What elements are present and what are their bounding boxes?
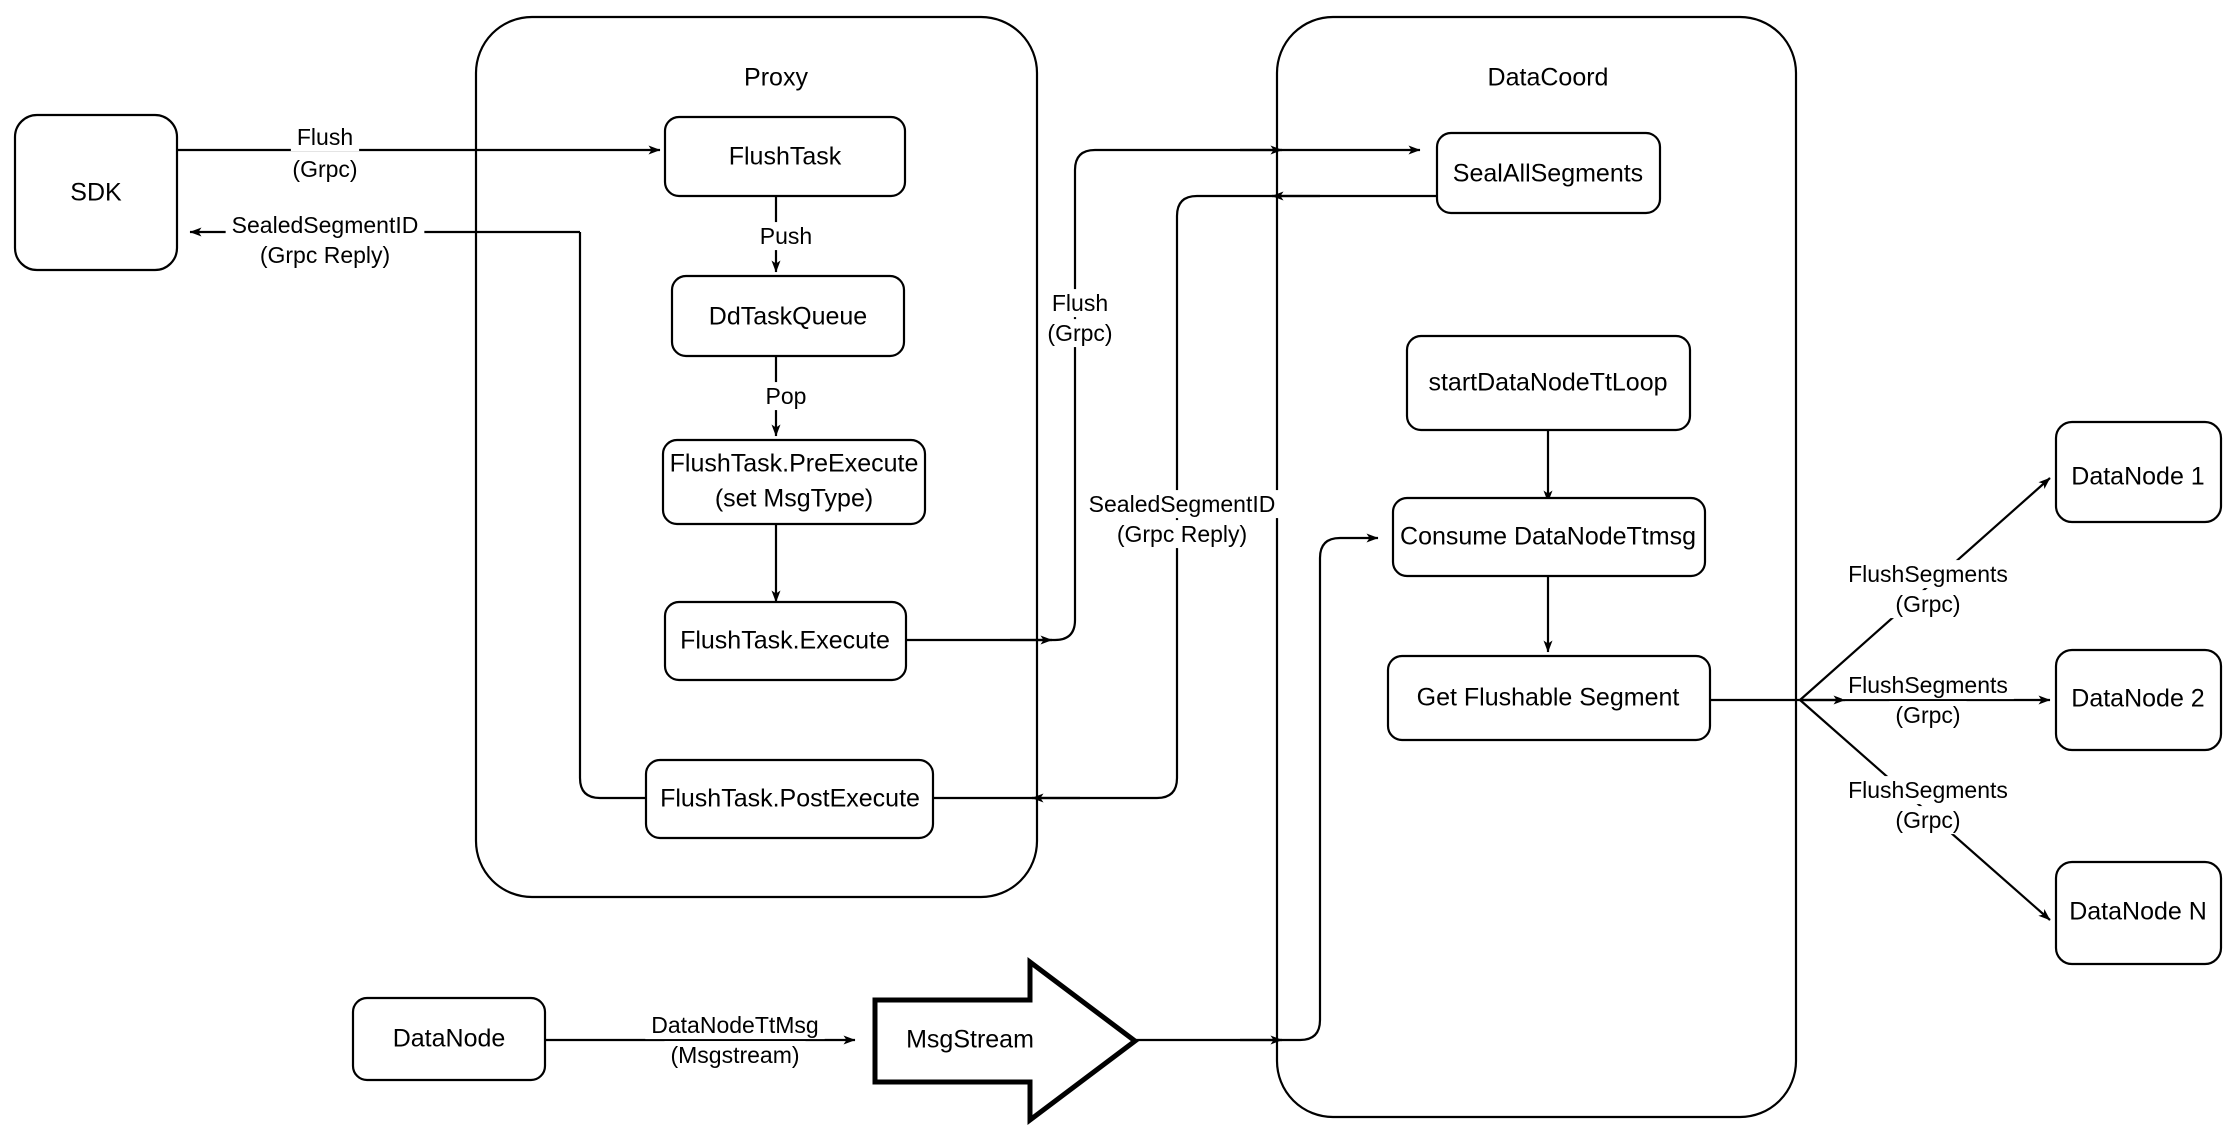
datanode-2-box[interactable] (2054, 648, 2223, 752)
node-datanode-2[interactable]: DataNode 2 (2054, 648, 2223, 752)
edge-label-backdrop (664, 1041, 806, 1070)
edge-label-flushsegments-n-line1: FlushSegments (1848, 777, 2008, 803)
node-consume-datanodettmsg[interactable]: Consume DataNodeTtmsg (1391, 496, 1707, 578)
node-flushtask[interactable]: FlushTask (663, 115, 907, 198)
flushtask-label: FlushTask (729, 143, 842, 171)
node-ddtaskqueue[interactable]: DdTaskQueue (670, 274, 906, 358)
edge-label-flushsegments-2-line1: FlushSegments (1848, 672, 2008, 698)
datanode-n-box[interactable] (2054, 860, 2223, 966)
execute-box[interactable] (663, 600, 908, 682)
datacoord-container-label: DataCoord (1488, 64, 1609, 92)
node-datanode-n[interactable]: DataNode N (2054, 860, 2223, 966)
datanode-2-label: DataNode 2 (2071, 685, 2204, 713)
edge-label-pop: Pop (766, 383, 807, 409)
edge-label-backdrop (1842, 671, 2014, 700)
node-startdatanodettloop[interactable]: startDataNodeTtLoop (1405, 334, 1692, 432)
edge-label-backdrop (645, 1011, 825, 1040)
edge-label-backdrop (225, 211, 425, 240)
edge-label-flushsegments-n-line2: (Grpc) (1895, 807, 1960, 833)
edge-label-coord-reply-line1: SealedSegmentID (1089, 491, 1276, 517)
node-get-flushable-segment[interactable]: Get Flushable Segment (1386, 654, 1712, 742)
label-backdrops (225, 123, 2014, 1070)
startdatanodettloop-box[interactable] (1405, 334, 1692, 432)
node-msgstream[interactable]: MsgStream (872, 956, 1140, 1126)
edge-label-backdrop (1842, 560, 2014, 589)
edge-label-backdrop (1889, 806, 1967, 835)
datacoord-container-outline (1275, 15, 1798, 1119)
edge-label-backdrop (759, 382, 813, 411)
edge-label-flush-grpc-line1: Flush (297, 124, 353, 150)
container-datacoord: DataCoord (1275, 15, 1798, 1119)
edge-label-datanodettmsg-line2: (Msgstream) (670, 1042, 799, 1068)
node-sdk[interactable]: SDK (13, 113, 179, 272)
edge-label-backdrop (1041, 319, 1119, 348)
msgstream-label: MsgStream (906, 1026, 1034, 1054)
datanode-1-box[interactable] (2054, 420, 2223, 524)
ddtaskqueue-label: DdTaskQueue (709, 303, 867, 331)
postexecute-label: FlushTask.PostExecute (660, 785, 920, 813)
preexecute-label-line2: (set MsgType) (715, 485, 873, 513)
datanode-source-box[interactable] (351, 996, 547, 1082)
node-datanode-source[interactable]: DataNode (351, 996, 547, 1082)
node-flushtask-postexecute[interactable]: FlushTask.PostExecute (644, 758, 935, 840)
edge-label-backdrop (1889, 701, 1967, 730)
datanode-1-label: DataNode 1 (2071, 463, 2204, 491)
preexecute-label-line1: FlushTask.PreExecute (670, 450, 919, 478)
node-flushtask-preexecute[interactable]: FlushTask.PreExecute (set MsgType) (661, 438, 927, 526)
edge-label-flushsegments-1-line2: (Grpc) (1895, 591, 1960, 617)
preexecute-box[interactable] (661, 438, 927, 526)
edge-label-sealedsegmentid-line1: SealedSegmentID (232, 212, 419, 238)
msgstream-arrow-shape[interactable] (872, 956, 1140, 1126)
edge-postexecute-to-sdk-route (578, 232, 646, 800)
ddtaskqueue-box[interactable] (670, 274, 906, 358)
postexecute-box[interactable] (644, 758, 935, 840)
edge-label-backdrop (1889, 590, 1967, 619)
edge-label-proxy-flush-line2: (Grpc) (1047, 320, 1112, 346)
sealallsegments-label: SealAllSegments (1453, 160, 1643, 188)
edge-label-push: Push (760, 223, 812, 249)
sdk-box[interactable] (13, 113, 179, 272)
flushtask-box[interactable] (663, 115, 907, 198)
get-flushable-segment-label: Get Flushable Segment (1417, 684, 1680, 712)
edge-label-coord-reply-line2: (Grpc Reply) (1117, 521, 1247, 547)
datanode-source-label: DataNode (393, 1025, 506, 1053)
edge-label-proxy-flush-line1: Flush (1052, 290, 1108, 316)
container-proxy: Proxy (474, 15, 1039, 899)
edge-label-backdrop (286, 155, 364, 184)
edge-msgstream-to-consume (1135, 533, 1379, 1042)
edge-execute-to-sealallsegments (906, 145, 1421, 642)
execute-label: FlushTask.Execute (680, 627, 890, 655)
edge-label-flushsegments-1-line1: FlushSegments (1848, 561, 2008, 587)
edge-label-flush-grpc-line2: (Grpc) (292, 156, 357, 182)
node-sealallsegments[interactable]: SealAllSegments (1435, 131, 1662, 215)
node-datanode-1[interactable]: DataNode 1 (2054, 420, 2223, 524)
edge-label-backdrop (253, 241, 397, 270)
edge-label-sealedsegmentid-line2: (Grpc Reply) (260, 242, 390, 268)
datanode-n-label: DataNode N (2069, 898, 2207, 926)
edge-label-flushsegments-2-line2: (Grpc) (1895, 702, 1960, 728)
get-flushable-segment-box[interactable] (1386, 654, 1712, 742)
sealallsegments-box[interactable] (1435, 131, 1662, 215)
edge-label-backdrop (1045, 289, 1115, 318)
proxy-container-label: Proxy (744, 64, 808, 92)
consume-datanodettmsg-label: Consume DataNodeTtmsg (1400, 523, 1696, 551)
edge-hub-to-datanode1 (1799, 477, 2051, 701)
startdatanodettloop-label: startDataNodeTtLoop (1428, 369, 1667, 397)
edge-label-backdrop (1110, 520, 1254, 549)
sdk-label: SDK (70, 179, 122, 207)
edge-label-backdrop (1082, 490, 1282, 519)
proxy-container-outline (474, 15, 1039, 899)
edge-label-datanodettmsg-line1: DataNodeTtMsg (651, 1012, 818, 1038)
edge-label-backdrop (753, 222, 819, 251)
edge-label-backdrop (1842, 776, 2014, 805)
node-flushtask-execute[interactable]: FlushTask.Execute (663, 600, 908, 682)
edge-label-backdrop (290, 123, 360, 152)
consume-datanodettmsg-box[interactable] (1391, 496, 1707, 578)
